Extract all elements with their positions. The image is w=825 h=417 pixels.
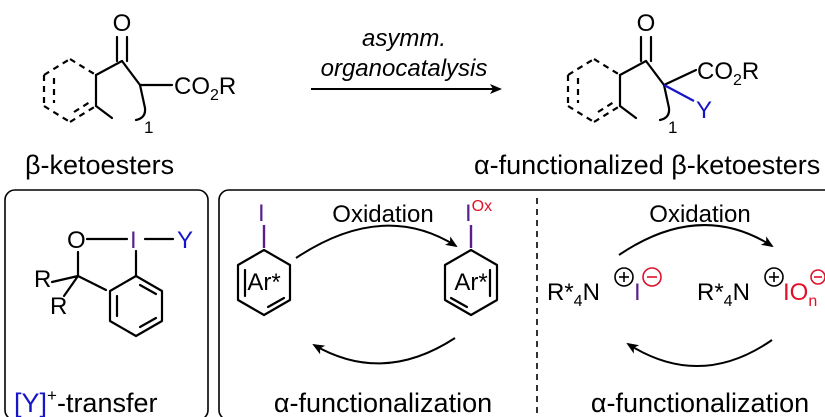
panel-left-frame	[4, 189, 209, 417]
mid-oxidation-label: Oxidation	[332, 201, 433, 228]
product-ester: CO2R	[697, 58, 759, 89]
ammonium-iodide-salt: R*4N I	[547, 267, 662, 310]
mid-oxidation-arrow	[295, 224, 458, 259]
arrow-label-organocatalysis: organocatalysis	[321, 55, 488, 82]
minus-charge-icon	[810, 269, 825, 285]
mid-functionalization-label: α-functionalization	[274, 388, 492, 417]
iodane-reagent: O I Y R R	[34, 227, 193, 338]
right-oxidation-label: Oxidation	[649, 201, 750, 228]
product-ketone-o: O	[637, 10, 656, 37]
start-molecule: O CO2R 1	[42, 10, 236, 137]
right-oxidation-arrow	[618, 224, 774, 256]
plus-charge-icon	[764, 267, 784, 287]
mid-right-ar: Ar*	[454, 269, 487, 296]
start-name: β-ketoesters	[25, 150, 174, 180]
minus-charge-icon	[642, 267, 662, 287]
atom-r1: R	[34, 266, 51, 293]
aryl-iodide-cycle: Oxidation α-functionalization I Ar* IOx …	[236, 198, 499, 417]
aryl-iodide-right: IOx Ar*	[443, 198, 499, 317]
ammonium-hypoiodite-salt: R*4N IOn	[697, 267, 825, 310]
reaction-arrow: asymm. organocatalysis	[311, 25, 502, 94]
product-molecule: O CO2R Y 1	[566, 10, 759, 137]
right-left-salt: R*4N	[547, 279, 600, 310]
product-y-group: Y	[696, 97, 712, 124]
atom-y: Y	[177, 227, 193, 254]
panel-left-caption: [Y]+-transfer	[14, 386, 157, 417]
product-ring-subscript: 1	[668, 118, 677, 137]
start-benzo-ring-dashed	[42, 58, 97, 123]
product-name: α-functionalized β-ketoesters	[474, 150, 820, 180]
start-ketone-o: O	[113, 10, 132, 37]
arrow-label-asymm: asymm.	[362, 25, 446, 52]
right-right-salt: R*4N	[697, 279, 750, 310]
start-ester: CO2R	[174, 73, 236, 104]
atom-r2: R	[50, 293, 67, 320]
product-benzo-ring-dashed	[566, 58, 621, 123]
right-left-i: I	[634, 279, 641, 306]
mid-left-i: I	[258, 200, 265, 227]
right-reduction-arrow	[626, 339, 773, 368]
mid-reduction-arrow	[312, 337, 456, 365]
right-right-io: IOn	[783, 279, 817, 310]
right-functionalization-label: α-functionalization	[591, 388, 809, 417]
mid-left-ar: Ar*	[247, 269, 280, 296]
atom-o: O	[67, 227, 86, 254]
atom-i: I	[130, 227, 137, 254]
plus-charge-icon	[614, 267, 634, 287]
ammonium-iodide-cycle: Oxidation α-functionalization R*4N I R*4…	[547, 201, 825, 417]
aryl-iodide-left: I Ar*	[236, 200, 292, 317]
start-ring-subscript: 1	[144, 118, 153, 137]
panel-catalysis-frame	[218, 189, 825, 417]
mid-right-i: IOx	[465, 198, 492, 227]
